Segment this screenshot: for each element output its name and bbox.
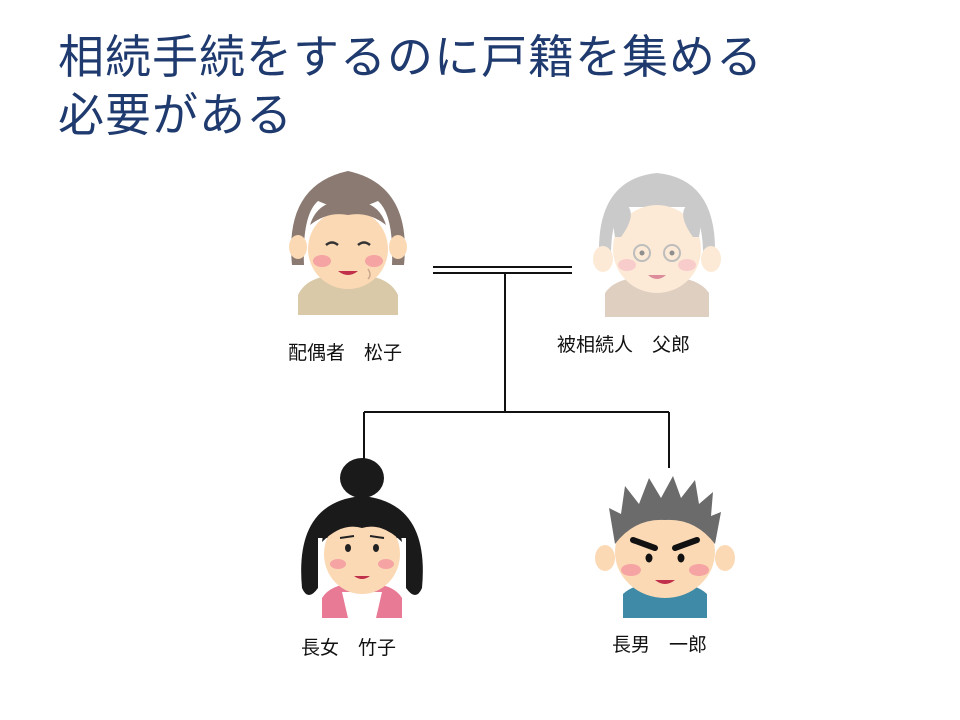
elderly-man-icon (593, 173, 721, 317)
descent-lines (363, 273, 670, 470)
elderly-woman-icon (289, 171, 407, 315)
slide-title-line-1: 相続手続をするのに戸籍を集める (58, 30, 763, 84)
daughter-label: 長女 竹子 (301, 637, 397, 659)
spouse-label: 配偶者 松子 (288, 342, 403, 364)
son-label: 長男 一郎 (612, 634, 708, 656)
man-icon (595, 476, 735, 618)
slide-title: 相続手続をするのに戸籍を集める 必要がある (58, 28, 763, 144)
slide-title-line-2: 必要がある (58, 88, 293, 142)
marriage-line (433, 266, 572, 274)
woman-icon (301, 458, 423, 618)
deceased-label: 被相続人 父郎 (557, 334, 691, 356)
